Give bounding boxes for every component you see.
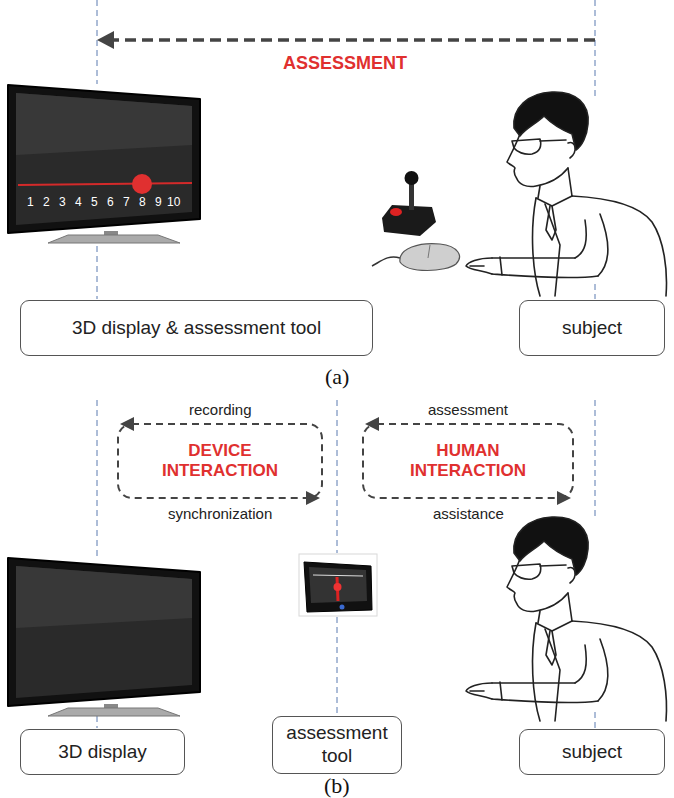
- arrow-head: [97, 31, 114, 49]
- box-text: subject: [562, 741, 622, 764]
- annotation: recording: [189, 401, 252, 418]
- slider-knob: [132, 174, 152, 194]
- slider: [18, 174, 192, 194]
- tablet-screen: [309, 567, 367, 603]
- box-text: subject: [562, 317, 622, 340]
- guide-line: [595, 284, 596, 299]
- annotation: DEVICE INTERACTION: [150, 441, 290, 482]
- annotation: synchronization: [168, 505, 272, 522]
- guide-line: [337, 400, 338, 553]
- dashed-arrow: [110, 38, 595, 42]
- joystick-button: [390, 208, 402, 216]
- assessment-arrow: [97, 31, 595, 49]
- person-sketch: [466, 92, 666, 296]
- scale-number: 8: [139, 196, 146, 210]
- scale-number: 2: [43, 196, 50, 210]
- scale-number: 1: [27, 196, 34, 210]
- guide-line: [337, 617, 338, 715]
- annotation: ASSESSMENT: [283, 53, 407, 74]
- device-loop: [118, 417, 322, 505]
- box-label: 3D display: [58, 741, 147, 764]
- arrow-head: [120, 417, 134, 431]
- scale-number: 5: [91, 196, 98, 210]
- mouse-body: [400, 244, 460, 271]
- guide-line: [595, 0, 596, 96]
- label-box: 3D display & assessment tool: [20, 300, 373, 356]
- person-sketch: [466, 517, 666, 721]
- scale-number: 3: [59, 196, 66, 210]
- annotation: HUMAN INTERACTION: [398, 441, 538, 482]
- guide-line: [97, 246, 98, 299]
- mouse: [372, 244, 459, 271]
- label-box: 3D display: [20, 729, 185, 775]
- guide-line: [97, 0, 98, 84]
- box-label: 3D display & assessment tool: [72, 317, 321, 340]
- box-label: subject: [562, 317, 622, 340]
- mouse-cable: [372, 257, 400, 266]
- scale-number: 7: [123, 196, 130, 210]
- scale-number: 4: [75, 196, 82, 210]
- panel-caption: (b): [324, 775, 350, 797]
- annotation: assistance: [433, 505, 504, 522]
- label-box: assessment tool: [272, 716, 402, 774]
- scale-number: 6: [107, 196, 114, 210]
- dashed-loop: [118, 424, 322, 498]
- slider-line: [18, 183, 192, 185]
- annotation: assessment: [428, 401, 508, 418]
- joystick: [382, 171, 436, 236]
- label-box: subject: [519, 300, 665, 356]
- guide-line: [97, 400, 98, 558]
- arrow-head: [557, 491, 571, 505]
- box-label: subject: [562, 741, 622, 764]
- tablet-button: [340, 605, 345, 610]
- tv-set: [8, 85, 200, 243]
- guide-line: [595, 712, 596, 728]
- human-loop: [363, 417, 573, 505]
- box-text: assessment tool: [283, 722, 391, 768]
- dashed-loop: [363, 424, 573, 498]
- arrow-head: [365, 417, 379, 431]
- tablet-body: [304, 562, 372, 612]
- tablet: [299, 554, 377, 616]
- box-text: 3D display: [58, 741, 147, 764]
- arrow-head: [306, 491, 320, 505]
- tablet-frame: [299, 554, 377, 616]
- scale-number: 9: [155, 196, 162, 210]
- label-box: subject: [519, 729, 665, 775]
- tablet-knob: [334, 583, 342, 591]
- scale-number: 10: [167, 196, 180, 210]
- tablet-scale: [313, 575, 363, 576]
- panel-caption: (a): [325, 366, 349, 388]
- box-label: assessment tool: [283, 722, 391, 768]
- guide-line: [595, 400, 596, 520]
- joystick-ball: [405, 171, 419, 185]
- mouse-line: [428, 245, 430, 258]
- box-text: 3D display & assessment tool: [72, 317, 321, 340]
- guide-line: [97, 716, 98, 728]
- tv-set: [8, 558, 200, 716]
